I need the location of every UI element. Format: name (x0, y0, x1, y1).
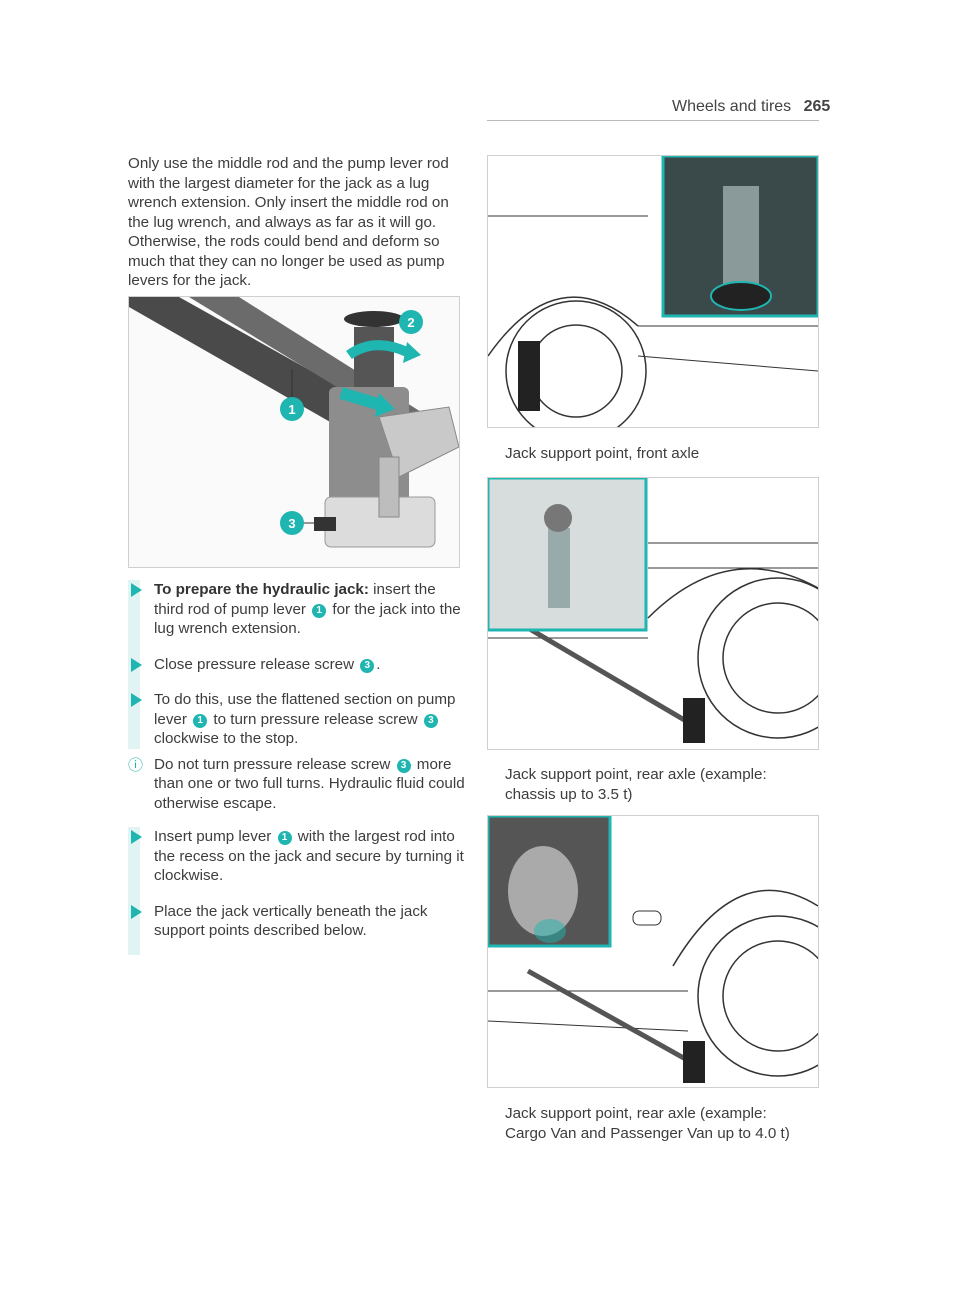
step-text: insert the third rod of pump lever (154, 581, 436, 618)
step-text: To do this, use the flattened section on… (154, 691, 456, 728)
page-number: 265 (803, 98, 831, 115)
callout-ref: 1 (193, 713, 208, 728)
step-text: Close pressure release screw (154, 655, 359, 673)
note-text: more than one or two full turns. Hydraul… (154, 755, 465, 812)
callout-3-label: 3 (288, 516, 295, 531)
rear-axle-cargo-figure (487, 815, 819, 1088)
instruction-steps: To prepare the hydraulic jack: insert th… (128, 580, 468, 955)
callout-3 (280, 511, 304, 535)
triangle-arrow-icon (131, 904, 142, 919)
callout-1 (280, 397, 304, 421)
header-rule (487, 120, 819, 121)
step-prepare-jack: To prepare the hydraulic jack: insert th… (128, 580, 468, 639)
triangle-arrow-icon (131, 583, 142, 597)
step-text: with the largest rod into the recess on … (154, 828, 464, 884)
step-turn-screw: To do this, use the flattened section on… (128, 690, 468, 749)
note-release-screw: ⓘ Do not turn pressure release screw 3 m… (128, 755, 468, 814)
rear-axle-chassis-figure (487, 477, 819, 750)
step-gap (128, 674, 468, 690)
step-gap (128, 638, 468, 655)
step-text: . (376, 655, 381, 673)
front-axle-figure (487, 155, 819, 428)
callout-2 (399, 310, 423, 334)
callout-ref: 3 (423, 713, 438, 728)
hydraulic-jack-figure: 1 2 3 (128, 296, 460, 568)
callout-2-label: 2 (407, 315, 414, 330)
callout-ref: 3 (360, 658, 375, 673)
triangle-arrow-icon (131, 830, 142, 844)
step-text: clockwise to the stop. (154, 730, 299, 747)
step-heading: To prepare the hydraulic jack: (154, 581, 369, 598)
triangle-arrow-icon (131, 693, 142, 707)
step-insert-lever: Insert pump lever 1 with the largest rod… (128, 827, 468, 886)
step-text: Insert pump lever (154, 828, 276, 845)
step-place-jack: Place the jack vertically beneath the ja… (128, 901, 468, 955)
running-header: Wheels and tires 265 (672, 98, 830, 116)
callout-ref: 1 (312, 603, 327, 618)
triangle-arrow-icon (131, 657, 142, 672)
callout-1-label: 1 (288, 402, 295, 417)
note-text: Do not turn pressure release screw (154, 755, 395, 773)
callout-ref: 1 (277, 831, 292, 845)
caption-rear-axle-cargo: Jack support point, rear axle (example: … (505, 1105, 790, 1142)
step-text: for the jack into the lug wrench extensi… (154, 600, 461, 638)
info-icon: ⓘ (128, 756, 144, 774)
step-gap (128, 885, 468, 902)
step-text: to turn pressure release screw (209, 710, 422, 728)
section-title: Wheels and tires (672, 98, 792, 115)
intro-paragraph: Only use the middle rod and the pump lev… (128, 155, 449, 289)
caption-rear-axle-chassis: Jack support point, rear axle (example: … (505, 766, 767, 803)
step-close-screw: Close pressure release screw 3. (128, 654, 468, 674)
caption-front-axle: Jack support point, front axle (505, 445, 700, 462)
step-text: Place the jack vertically beneath the ja… (154, 902, 428, 940)
callout-ref: 3 (396, 758, 411, 773)
